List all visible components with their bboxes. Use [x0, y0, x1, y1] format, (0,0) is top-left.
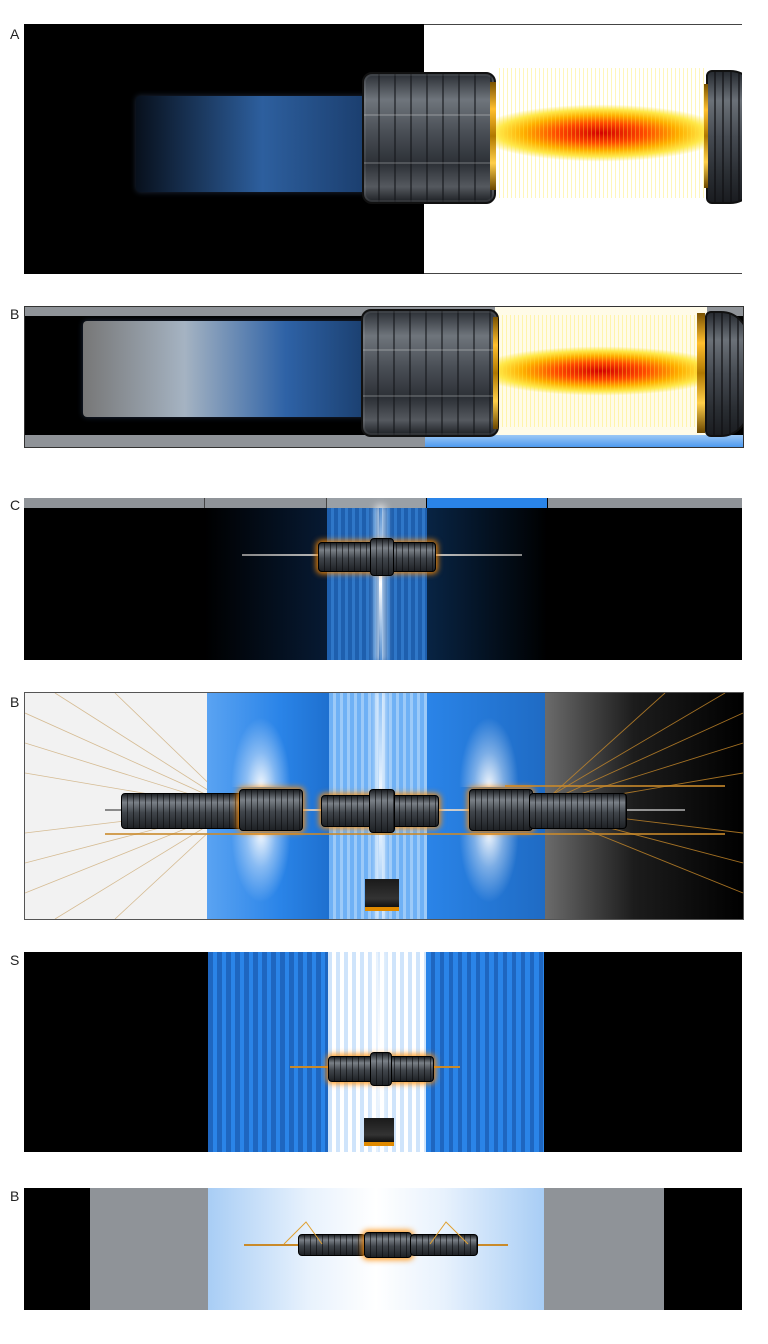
thruster-plume-lower-right: [459, 833, 519, 903]
beam-field-left: [208, 952, 328, 1152]
exhaust-flame: [496, 68, 706, 198]
engine-module: [362, 72, 496, 204]
engine-gold-rim: [493, 317, 498, 429]
spacecraft-core: [364, 1232, 412, 1258]
bottom-rail-gray: [25, 435, 425, 447]
segment-bar-3: [327, 498, 426, 508]
spacecraft-hub: [370, 538, 394, 576]
cap-gold-rim: [704, 84, 708, 188]
segment-bar-2: [205, 498, 327, 508]
panel-label-b3: B: [10, 1188, 20, 1204]
guide-line-upper: [505, 785, 725, 787]
ground-station: [364, 1118, 394, 1146]
bottom-rail-blue: [425, 435, 743, 447]
gray-panel-right: [544, 1188, 664, 1310]
beam-field-left: [205, 508, 327, 660]
beam-field-center: [327, 508, 427, 660]
cap-gold-rim: [697, 313, 705, 433]
panel-label-a: A: [10, 26, 20, 42]
beam-field-right: [427, 508, 547, 660]
panel-label-s: S: [10, 952, 20, 968]
exhaust-flame: [495, 315, 707, 427]
spacecraft-hub: [370, 1052, 392, 1086]
thruster-cap: [705, 311, 743, 437]
module-left-outer: [121, 793, 243, 829]
panel-b3: [24, 1188, 742, 1310]
thruster-plume-lower-left: [231, 833, 291, 903]
engine-nozzle: [83, 321, 373, 417]
panel-c: [24, 498, 742, 660]
panel-label-b1: B: [10, 306, 20, 322]
frame-line-bottom: [424, 273, 742, 274]
ground-station: [365, 879, 399, 911]
engine-nozzle: [136, 96, 366, 192]
segment-bar-1: [24, 498, 205, 508]
module-right-inner: [469, 789, 533, 831]
frame-line-top: [424, 24, 742, 25]
panel-label-c: C: [10, 497, 21, 513]
engine-gold-rim: [490, 82, 496, 190]
beam-field-right: [426, 952, 544, 1152]
light-beam: [379, 508, 382, 660]
guide-line-lower: [105, 833, 725, 835]
engine-module: [361, 309, 499, 437]
antenna-lines: [283, 1221, 469, 1245]
module-left-inner: [239, 789, 303, 831]
thruster-cap: [706, 70, 742, 204]
panel-s: [24, 952, 742, 1152]
panel-b2: [24, 692, 744, 920]
segment-bar-5: [548, 498, 742, 508]
thruster-plume-upper-right: [459, 717, 519, 787]
panel-label-b2: B: [10, 694, 20, 710]
module-right: [410, 1234, 478, 1256]
gray-panel-left: [90, 1188, 208, 1310]
module-center-hub: [369, 789, 395, 833]
segment-bar-4-blue: [427, 498, 547, 508]
panel-b1: [24, 306, 744, 448]
module-right-outer: [529, 793, 627, 829]
panel-a: [24, 24, 742, 276]
thruster-plume-upper-left: [231, 717, 291, 787]
